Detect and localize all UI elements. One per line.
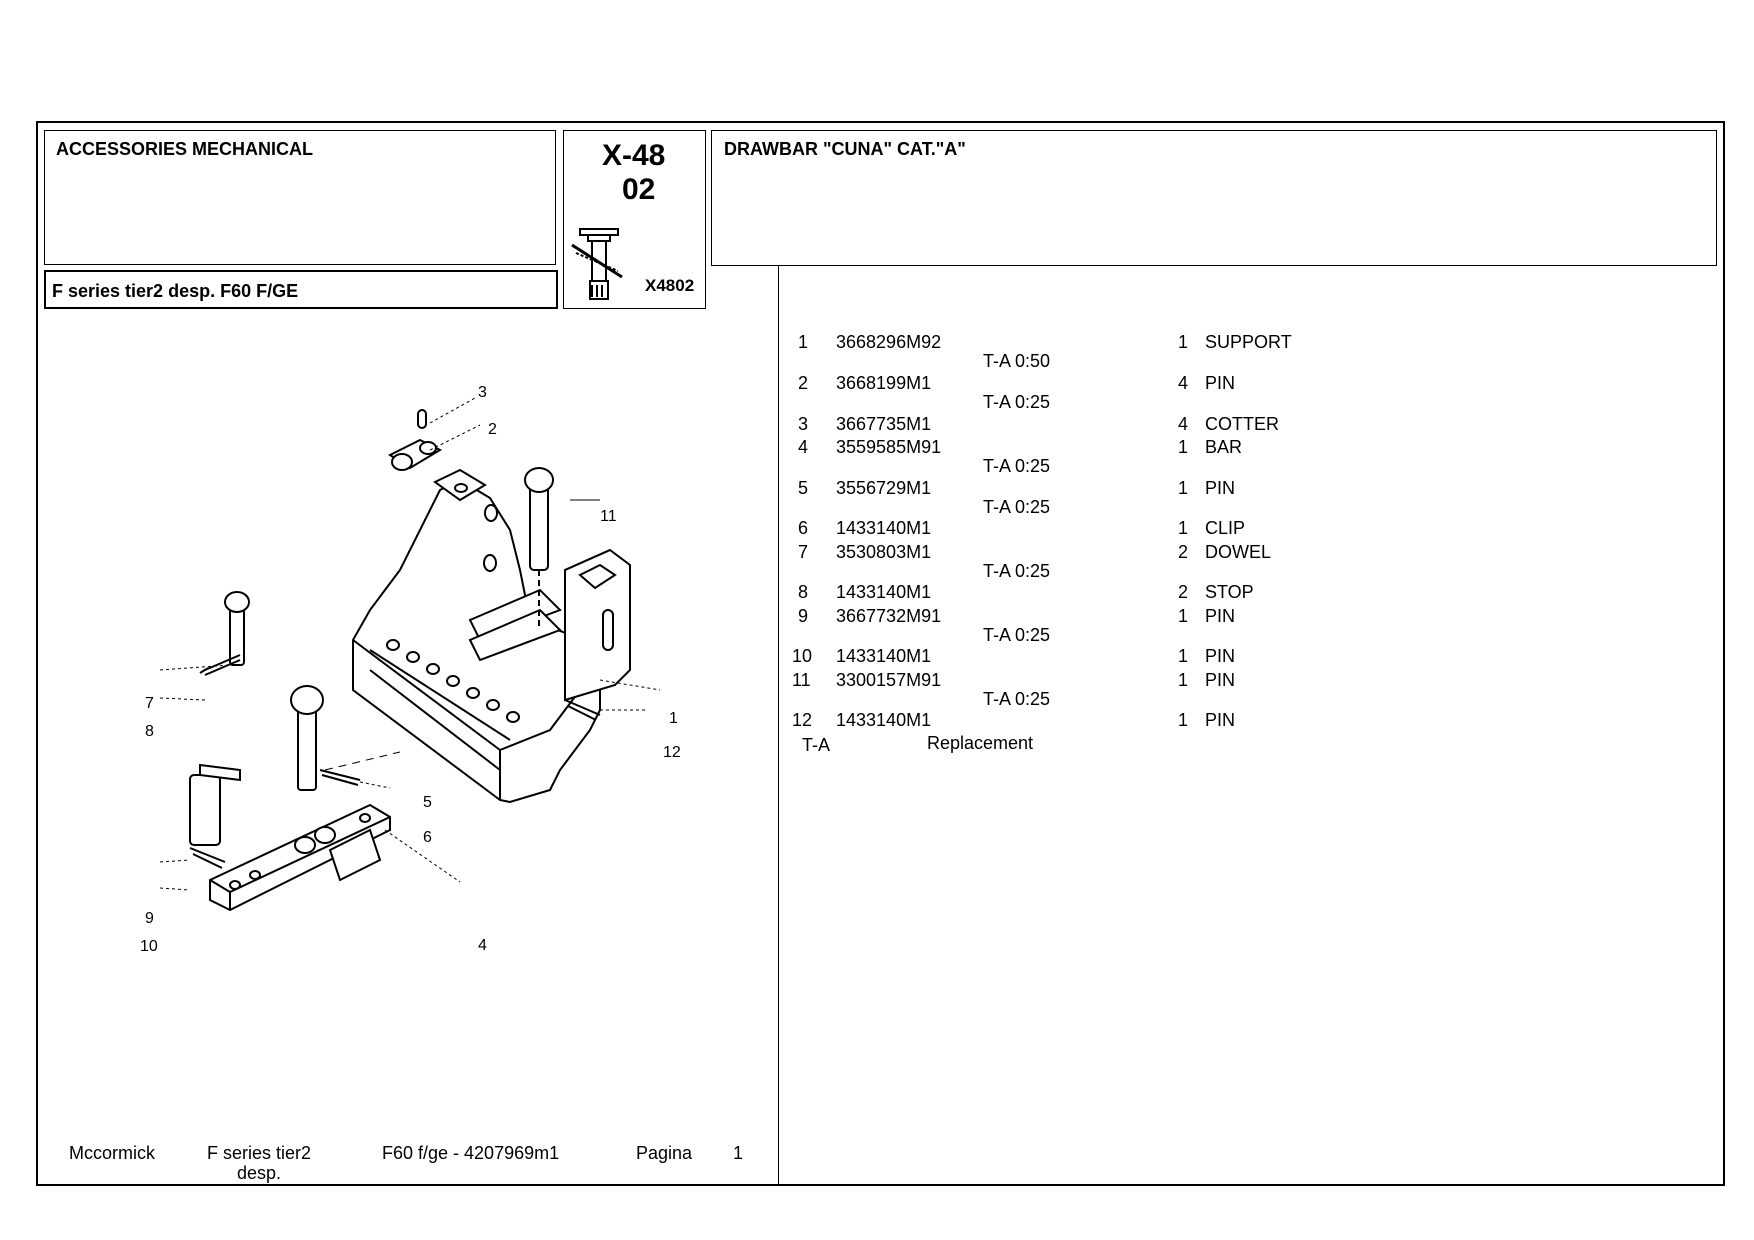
group-sub: 02 (622, 173, 656, 206)
callout-1: 1 (669, 710, 678, 727)
icon-code: X4802 (645, 276, 695, 295)
footer-series: F series tier2 (207, 1143, 312, 1163)
list-item-note: T-A 0:25 (983, 392, 1051, 412)
page-frame (36, 121, 1725, 1186)
callout-11: 11 (600, 508, 617, 525)
group-box: X-48 02 X4802 (563, 130, 706, 309)
model-title-box: F series tier2 desp. F60 F/GE (44, 270, 558, 309)
drawing-title: DRAWBAR "CUNA" CAT."A" (724, 139, 966, 159)
footer-series-line2: desp. (237, 1163, 282, 1183)
callout-8: 8 (145, 723, 154, 740)
model-title: F series tier2 desp. F60 F/GE (52, 281, 299, 301)
drawing-title-box: DRAWBAR "CUNA" CAT."A" (711, 130, 1717, 266)
footer-model: F60 f/ge - 4207969m1 (382, 1143, 560, 1163)
drawbar-pin-icon (571, 228, 623, 300)
column-divider (778, 265, 779, 1185)
list-item-note: T-A 0:25 (983, 689, 1051, 709)
list-item-note: T-A 0:25 (983, 456, 1051, 476)
legend-meaning: Replacement (927, 733, 1034, 753)
group-code: X-48 (602, 139, 666, 172)
callout-6: 6 (423, 829, 432, 846)
callout-4: 4 (478, 937, 487, 954)
legend-abbr: T-A (802, 735, 831, 755)
callout-12: 12 (663, 744, 681, 761)
list-item-note: T-A 0:50 (983, 351, 1051, 371)
list-item-note: T-A 0:25 (983, 497, 1051, 517)
callout-10: 10 (140, 938, 158, 955)
footer-page-label: Pagina (636, 1143, 693, 1163)
callout-3: 3 (478, 384, 487, 401)
footer-page-number: 1 (733, 1143, 744, 1163)
list-item-note: T-A 0:25 (983, 561, 1051, 581)
callout-5: 5 (423, 794, 432, 811)
exploded-diagram (159, 397, 661, 912)
callout-7: 7 (145, 695, 154, 712)
section-title: ACCESSORIES MECHANICAL (56, 139, 314, 159)
callout-9: 9 (145, 910, 154, 927)
list-item-note: T-A 0:25 (983, 625, 1051, 645)
section-title-box: ACCESSORIES MECHANICAL (44, 130, 556, 265)
footer-brand: Mccormick (69, 1143, 155, 1163)
callout-2: 2 (488, 421, 497, 438)
